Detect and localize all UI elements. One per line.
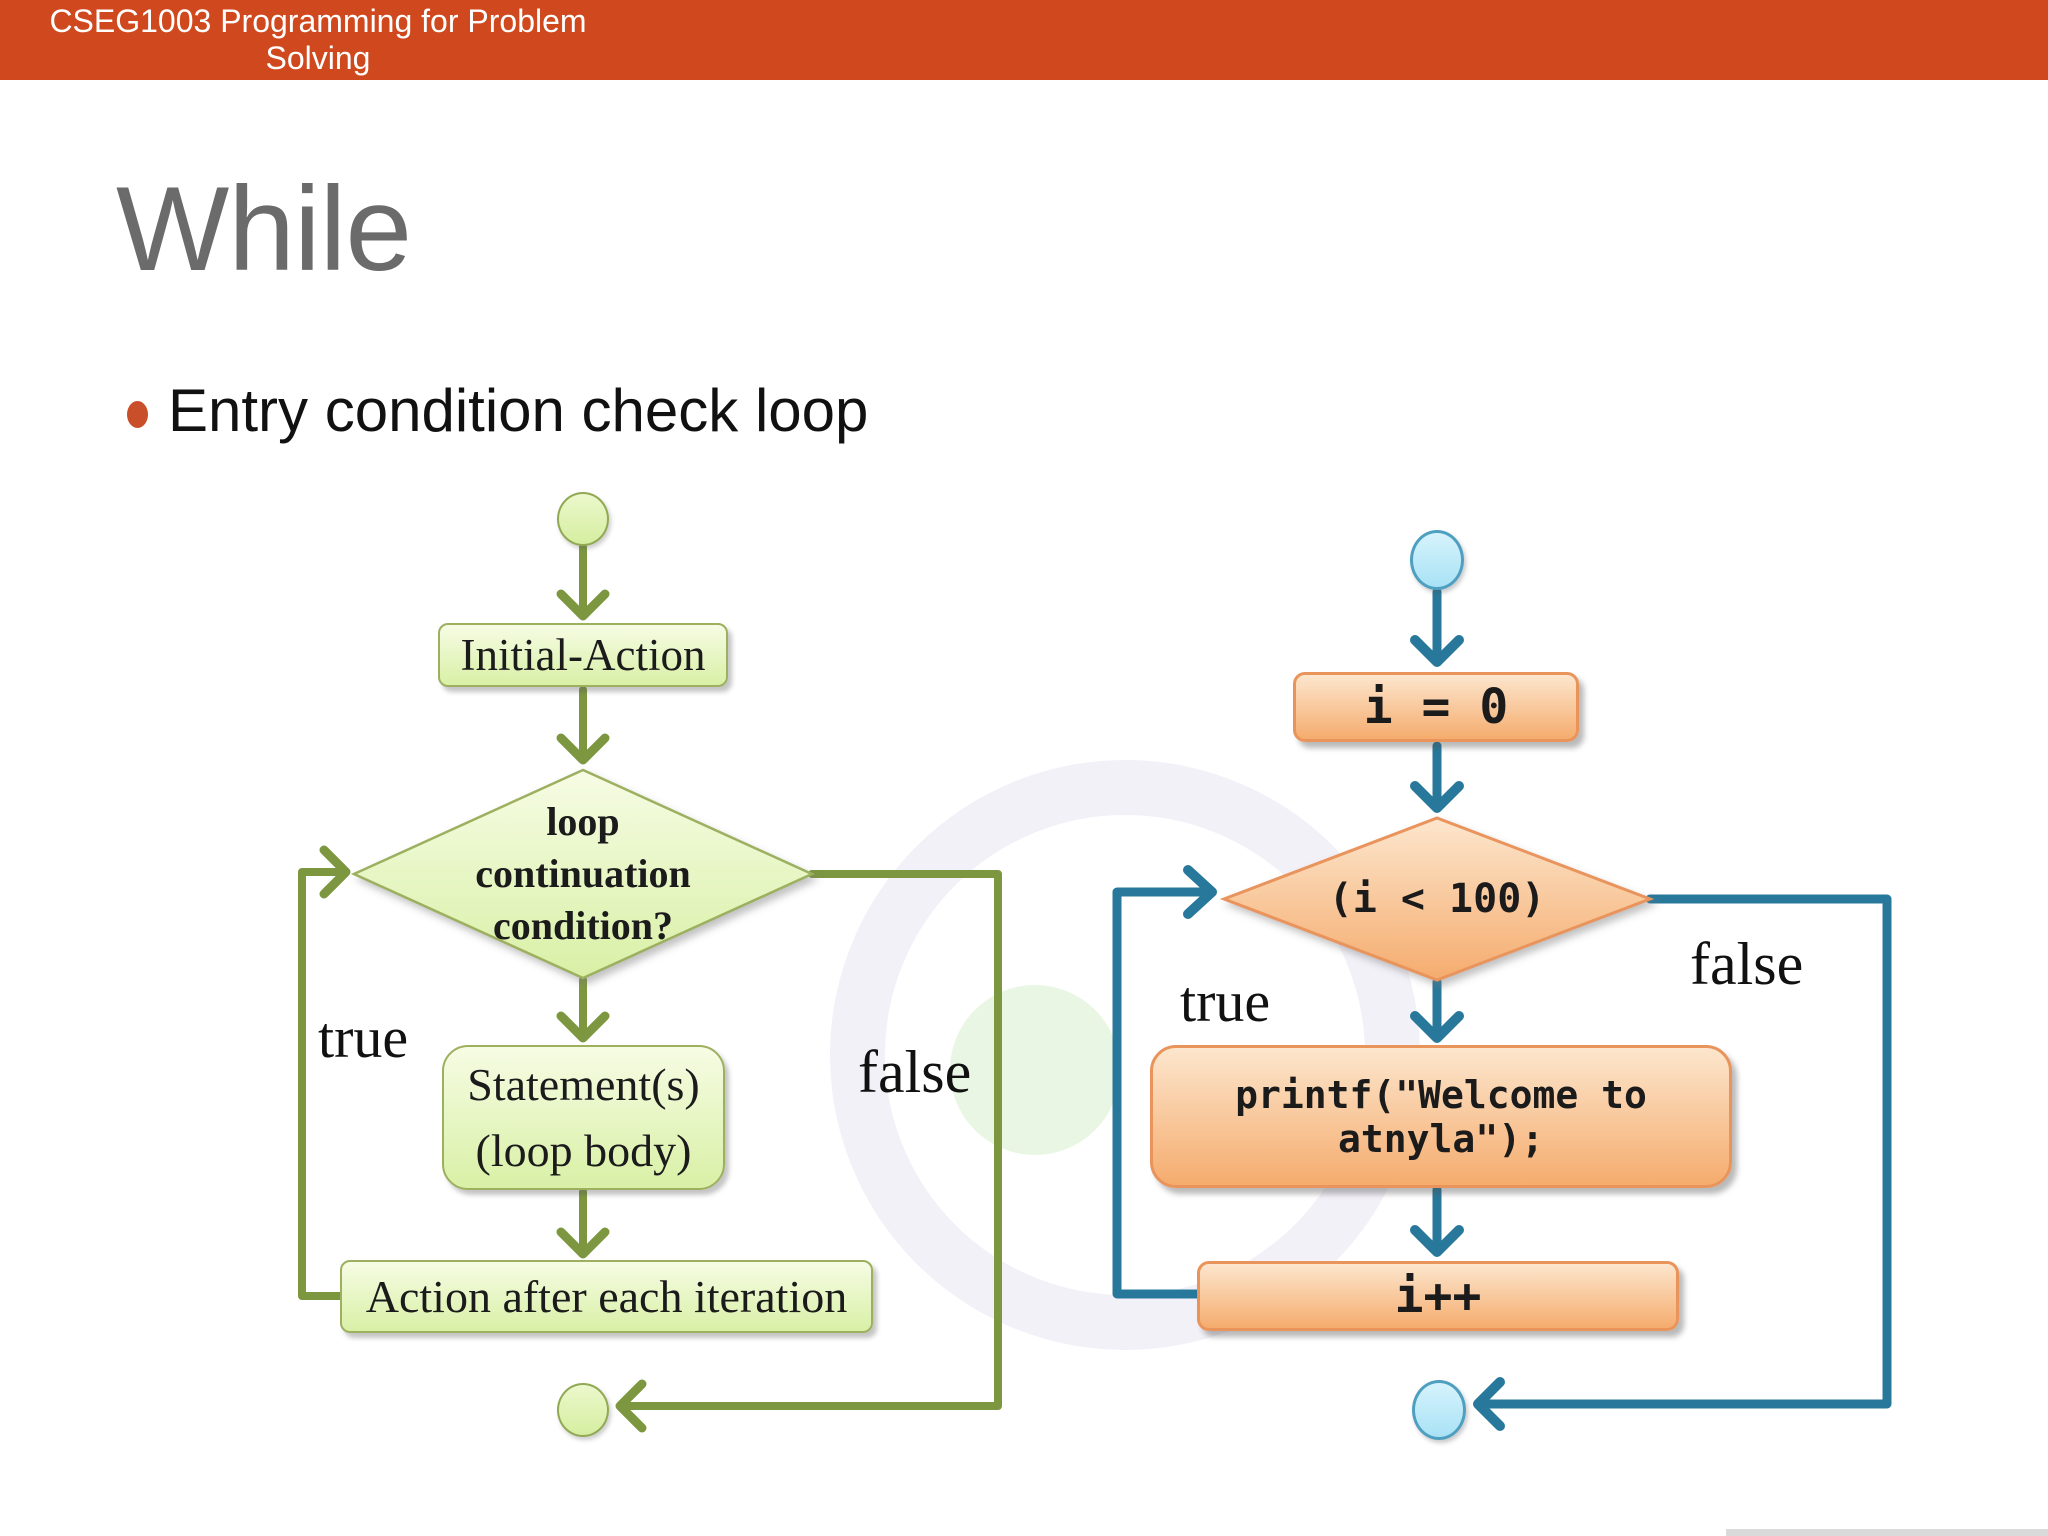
bullet-row: Entry condition check loop — [127, 376, 868, 445]
bottom-progress-bar — [1726, 1529, 2048, 1536]
right-increment-box: i++ — [1197, 1261, 1679, 1331]
right-start-circle — [1410, 530, 1464, 590]
left-statement-line1: Statement(s) — [467, 1058, 700, 1110]
course-title: CSEG1003 Programming for Problem Solving — [28, 3, 608, 77]
left-statement-line2: (loop body) — [475, 1124, 692, 1176]
right-arrowhead-3 — [1410, 1011, 1464, 1043]
left-arrowhead-2 — [556, 733, 610, 765]
right-true-label: true — [1180, 969, 1271, 1034]
left-loopback-line — [298, 868, 344, 1300]
right-printf-box: printf("Welcome to atnyla"); — [1150, 1045, 1732, 1188]
right-arrowhead-1 — [1410, 635, 1464, 667]
right-end-circle — [1412, 1380, 1466, 1440]
right-loopback-line — [1112, 887, 1209, 1299]
left-condition-line2: continuation — [475, 851, 691, 896]
left-false-label: false — [858, 1039, 972, 1105]
right-init-box: i = 0 — [1293, 672, 1579, 742]
left-arrowhead-1 — [556, 589, 610, 621]
right-false-label: false — [1690, 931, 1804, 997]
right-condition-label: (i < 100) — [1328, 876, 1546, 922]
course-title-line2: Solving — [265, 40, 371, 76]
watermark-blob — [950, 985, 1120, 1155]
bullet-icon — [127, 401, 148, 428]
left-condition-line1: loop — [546, 799, 620, 844]
left-loopback-arrowhead — [319, 845, 351, 899]
left-initial-action-box: Initial-Action — [438, 623, 728, 687]
right-condition-diamond — [1219, 816, 1655, 982]
left-condition-diamond — [350, 768, 816, 980]
left-false-branch-line — [622, 870, 1002, 1410]
left-action-box: Action after each iteration — [340, 1260, 873, 1333]
right-loopback-arrowhead — [1183, 865, 1217, 919]
right-false-branch-line — [1479, 894, 1892, 1409]
slide-title: While — [116, 162, 412, 296]
right-arrowhead-2 — [1410, 781, 1464, 813]
left-start-circle — [557, 492, 609, 546]
header-bar: CSEG1003 Programming for Problem Solving — [0, 0, 2048, 80]
left-arrowhead-4 — [556, 1227, 610, 1259]
left-statement-box: Statement(s) (loop body) — [442, 1045, 725, 1190]
left-condition-line3: condition? — [492, 903, 674, 948]
left-false-arrowhead — [615, 1379, 647, 1433]
left-end-circle — [557, 1383, 609, 1437]
left-arrowhead-3 — [556, 1011, 610, 1043]
left-condition-label: loop continuation condition? — [413, 796, 753, 952]
right-arrowhead-4 — [1410, 1225, 1464, 1257]
course-title-line1: CSEG1003 Programming for Problem — [49, 3, 587, 39]
left-true-label: true — [318, 1005, 409, 1070]
bullet-text: Entry condition check loop — [168, 377, 869, 444]
right-false-arrowhead — [1473, 1377, 1505, 1431]
